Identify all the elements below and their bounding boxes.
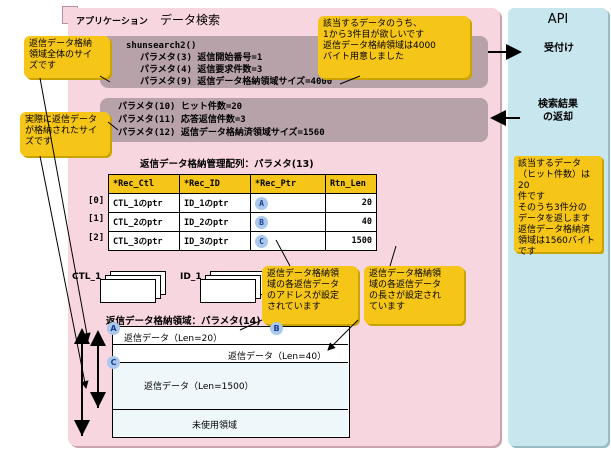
cell-len: 1500 [325,231,377,251]
api-accept-label: 受付け [544,43,574,54]
callout-line: 実際に返信データ [25,115,98,125]
callout-pointer [339,75,361,85]
storage-record-1: 返信データ（Len=20） [124,334,223,344]
api-return-line: の返却 [543,112,573,123]
response-param-10: パラメタ(10) ヒット件数=20 [118,102,243,112]
cell-id: ID_3のptr [179,231,251,251]
request-callout: 該当するデータのうち、 1から3件目が欲しいです 返信データ格納領域は4000 … [318,16,470,78]
address-callout: 返信データ格納領 域の各返信データ のアドレスが設定 されています [262,266,358,324]
marker-a-badge: A [255,196,268,210]
request-param-4: パラメタ(4) 返信要求件数=3 [140,65,263,75]
response-band [100,98,488,142]
row-index-0: [0] [88,196,105,206]
storage-row-1 [113,327,348,345]
length-callout-leader [327,319,359,351]
application-label: アプリケーション [76,17,148,27]
cell-id: ID_1のptr [179,193,251,213]
callout-line: ズです [29,61,57,71]
cell-ptr: C [250,231,326,251]
cell-ptr: B [250,212,326,232]
application-title: データ検索 [160,13,221,27]
actual-size-pointer [107,121,119,131]
callout-line: のアドレスが設定 [267,291,340,301]
row-index-2: [2] [88,233,105,243]
total-size-leader [39,77,91,341]
col-header: *Rec_Ctl [108,174,180,194]
col-header: *Rec_Ptr [250,174,326,194]
actual-size-leader [39,155,89,389]
id-stack-label: ID_1 [180,272,202,282]
ctl-stack-card-front [100,279,156,303]
storage-marker-b: B [270,322,283,335]
length-callout-pointer [389,245,397,267]
api-title: API [547,12,569,27]
marker-c-badge: C [255,234,268,248]
cell-ctl: CTL_2のptr [108,212,180,232]
response-param-12: パラメタ(12) 返信データ格納済領域サイズ=1560 [118,128,325,138]
storage-marker-a: A [107,322,120,335]
row-index-1: [1] [88,214,105,224]
callout-line: 該当するデータのうち、 [323,19,423,29]
callout-line: 返信データ格納 [29,39,93,49]
note-line: です [518,247,537,257]
request-param-9: パラメタ(9) 返信データ格納領域サイズ=4000 [140,77,333,87]
note-line: （ヒット件数）は20 [518,170,591,191]
cell-len: 20 [325,193,377,213]
api-return-label: 検索結果 の返却 [518,98,598,124]
callout-line: ズです [25,137,53,147]
storage-unused-label: 未使用領域 [192,421,238,431]
table-row: CTL_3のptr ID_3のptr C 1500 [108,231,377,251]
note-line: そのうち3件分の [518,203,587,213]
callout-line: されています [267,302,321,312]
callout-line: 域の各返信データ [369,280,442,290]
cell-ptr: A [250,193,326,213]
total-size-pointer [99,75,111,83]
callout-line: 返信データ格納領 [369,269,442,279]
storage-row-unused [113,410,348,436]
storage-record-3: 返信データ（Len=1500） [144,382,254,392]
callout-line: 返信データ格納領 [267,269,340,279]
callout-line: バイト用意しました [323,52,405,62]
storage-row-3 [113,363,348,410]
total-size-callout: 返信データ格納 領域全体のサイ ズです [24,36,110,78]
callout-line: ています [369,302,406,312]
storage-record-2: 返信データ（Len=40） [228,352,327,362]
col-header: *Rec_ID [179,174,251,194]
callout-line: 1から3件目が欲しいです [323,30,425,40]
note-line: 件です [518,192,546,202]
callout-line: が格納されたサイ [25,126,98,136]
note-line: データを返します [518,214,591,224]
callout-line: 域の各返信データ [267,280,340,290]
table-header-row: *Rec_Ctl *Rec_ID *Rec_Ptr Rtn_Len [108,174,377,194]
length-callout: 返信データ格納領 域の各返信データ の長さが設定され ています [364,266,464,324]
api-return-line: 検索結果 [538,99,578,110]
storage-row-2 [113,345,348,363]
response-param-11: パラメタ(11) 応答返信件数=3 [118,115,246,125]
ctl-stack-label: CTL_1 [72,272,102,282]
callout-line: の長さが設定され [369,291,442,301]
storage-area-title: 返信データ格納領域：パラメタ(14) [106,316,261,327]
callout-line: 返信データ格納領域は4000 [323,41,436,51]
address-callout-leader [239,319,263,331]
mgmt-array-table: *Rec_Ctl *Rec_ID *Rec_Ptr Rtn_Len CTL_1の… [108,174,377,251]
col-header: Rtn_Len [325,174,377,194]
note-line: 該当するデータ [518,159,582,169]
cell-ctl: CTL_3のptr [108,231,180,251]
table-row: CTL_2のptr ID_2のptr B 40 [108,212,377,232]
table-row: CTL_1のptr ID_1のptr A 20 [108,193,377,213]
mgmt-array-title: 返信データ格納管理配列：パラメタ(13) [140,159,314,170]
request-function-name: shunsearch2() [126,41,197,51]
address-callout-pointer [275,239,291,267]
api-result-note: 該当するデータ （ヒット件数）は20 件です そのうち3件分の データを返します… [514,156,602,257]
id-stack-card-front [200,279,256,303]
callout-line: 領域全体のサイ [29,50,93,60]
cell-len: 40 [325,212,377,232]
marker-b-badge: B [255,215,268,229]
actual-size-callout: 実際に返信データ が格納されたサイ ズです [20,112,110,156]
note-line: 領域は1560バイト [518,236,595,246]
note-line: 返信データ格納済 [518,225,591,235]
storage-marker-c: C [107,356,120,369]
request-param-3: パラメタ(3) 返信開始番号=1 [140,53,263,63]
